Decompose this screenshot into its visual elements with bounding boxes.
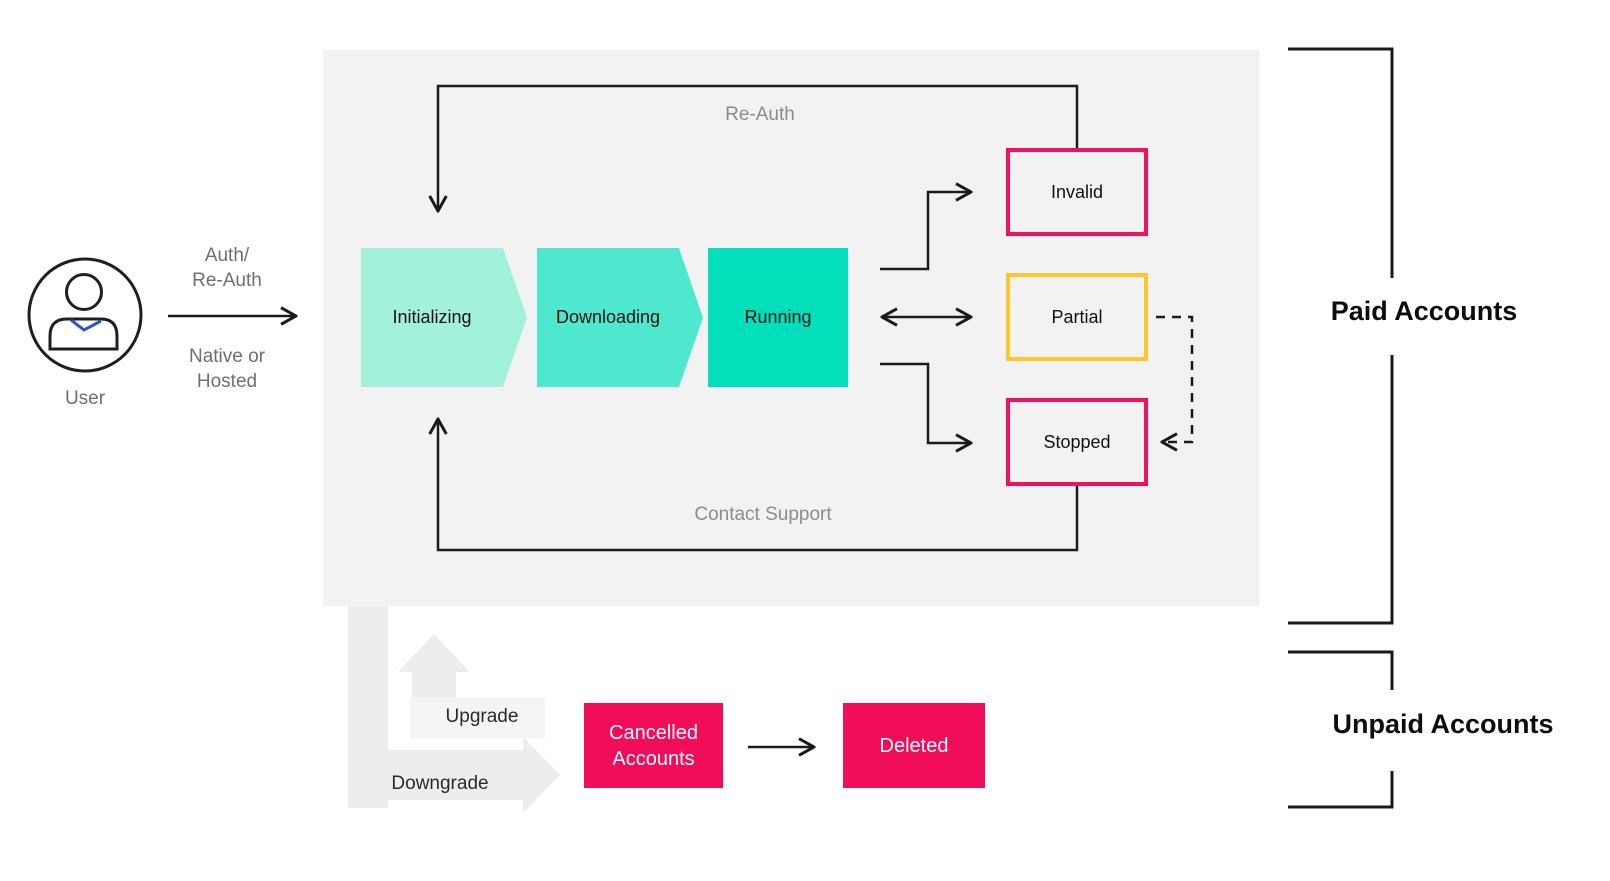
reauth-loop-arrow	[438, 84, 1079, 211]
user-icon	[27, 257, 143, 373]
running-to-stopped-arrow	[880, 362, 971, 443]
contact-support-loop-arrow	[438, 419, 1079, 552]
unpaid-accounts-bracket	[1288, 650, 1394, 809]
node-stopped: Stopped	[1006, 398, 1148, 486]
reauth-loop-label: Re-Auth	[725, 104, 795, 125]
node-downloading-label: Downloading	[555, 307, 661, 327]
upgrade-label: Upgrade	[445, 706, 519, 727]
upgrade-label-bar	[410, 697, 545, 738]
paid-accounts-bracket	[1288, 47, 1394, 625]
running-to-invalid-arrow	[880, 192, 971, 271]
node-invalid: Invalid	[1006, 148, 1148, 236]
node-deleted: Deleted	[843, 703, 985, 788]
downgrade-shaft	[348, 750, 523, 800]
unpaid-accounts-title: Unpaid Accounts	[1332, 709, 1554, 739]
native-line1: Native or	[188, 346, 266, 367]
cancelled-line1: Cancelled	[609, 721, 698, 744]
downgrade-block-arrowhead	[523, 737, 560, 813]
collar-accent	[70, 318, 102, 332]
paid-accounts-title: Paid Accounts	[1330, 296, 1518, 326]
native-hosted-label: Native or Hosted	[147, 344, 307, 394]
cancelled-line2: Accounts	[612, 747, 695, 770]
partial-to-stopped-dashed-arrow	[1156, 315, 1194, 442]
node-cancelled-accounts: Cancelled Accounts	[584, 703, 723, 788]
node-partial-label: Partial	[1051, 306, 1103, 327]
auth-line1: Auth/	[204, 245, 250, 266]
native-line2: Hosted	[196, 371, 258, 392]
node-initializing: Initializing	[361, 248, 527, 387]
node-initializing-label: Initializing	[392, 307, 472, 327]
downgrade-upgrade-block-arrows	[348, 606, 560, 813]
node-cancelled-label: Cancelled Accounts	[609, 720, 698, 772]
node-running-label: Running	[744, 307, 812, 327]
node-partial: Partial	[1006, 273, 1148, 361]
node-downloading: Downloading	[537, 248, 703, 387]
auth-line2: Re-Auth	[192, 270, 262, 291]
user-label: User	[64, 388, 106, 409]
node-stopped-label: Stopped	[1043, 431, 1111, 452]
node-invalid-label: Invalid	[1050, 181, 1104, 202]
node-running: Running	[708, 248, 848, 387]
auth-arrow-label: Auth/ Re-Auth	[147, 243, 307, 293]
node-deleted-label: Deleted	[879, 734, 949, 757]
downgrade-label: Downgrade	[391, 773, 489, 794]
contact-support-label: Contact Support	[694, 504, 832, 525]
